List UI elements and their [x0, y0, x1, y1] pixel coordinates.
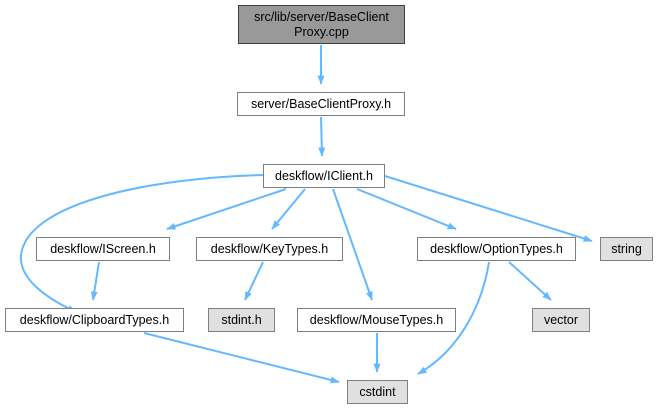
node-deskflow-mousetypes-h[interactable]: deskflow/MouseTypes.h — [297, 308, 456, 332]
edge-baseclientproxy-to-iclient — [318, 116, 326, 157]
edge-iclient-to-iscreen — [166, 188, 287, 230]
node-cstdint[interactable]: cstdint — [347, 380, 408, 404]
node-deskflow-optiontypes-h[interactable]: deskflow/OptionTypes.h — [417, 237, 576, 261]
edge-optiontypes-to-cstdint — [417, 261, 490, 375]
edge-iclient-to-optiontypes — [356, 188, 457, 230]
node-label: server/BaseClientProxy.h — [250, 96, 392, 111]
node-deskflow-clipboardtypes-h[interactable]: deskflow/ClipboardTypes.h — [5, 308, 184, 332]
node-label: cstdint — [359, 384, 396, 399]
node-label: stdint.h — [221, 312, 262, 327]
node-label: vector — [543, 312, 579, 327]
node-deskflow-keytypes-h[interactable]: deskflow/KeyTypes.h — [196, 237, 343, 261]
node-deskflow-iclient-h[interactable]: deskflow/IClient.h — [263, 164, 385, 188]
edge-iclient-to-mousetypes — [332, 188, 373, 301]
node-stdint-h[interactable]: stdint.h — [208, 308, 275, 332]
node-label: deskflow/ClipboardTypes.h — [19, 312, 170, 327]
edge-optiontypes-to-vector — [508, 261, 552, 301]
node-label: deskflow/OptionTypes.h — [430, 241, 563, 256]
node-server-baseclientproxy-h[interactable]: server/BaseClientProxy.h — [237, 92, 405, 116]
node-vector[interactable]: vector — [532, 308, 590, 332]
node-baseclientproxy-cpp[interactable]: src/lib/server/BaseClient Proxy.cpp — [238, 5, 405, 44]
edge-clipboardtypes-to-cstdint — [143, 332, 340, 384]
edge-iclient-to-clipboardtypes — [19, 174, 264, 313]
edge-iscreen-to-clipboardtypes — [90, 261, 100, 301]
edge-iclient-to-string — [384, 175, 593, 242]
edge-iclient-to-keytypes — [271, 188, 306, 230]
node-string[interactable]: string — [600, 237, 653, 261]
node-label: string — [611, 241, 642, 256]
node-label: src/lib/server/BaseClient Proxy.cpp — [254, 9, 389, 39]
node-label: deskflow/MouseTypes.h — [309, 312, 444, 327]
node-deskflow-iscreen-h[interactable]: deskflow/IScreen.h — [36, 237, 170, 261]
node-label: deskflow/IScreen.h — [50, 241, 156, 256]
node-label: deskflow/IClient.h — [275, 168, 373, 183]
edge-keytypes-to-stdint — [244, 261, 264, 301]
node-label: deskflow/KeyTypes.h — [210, 241, 329, 256]
